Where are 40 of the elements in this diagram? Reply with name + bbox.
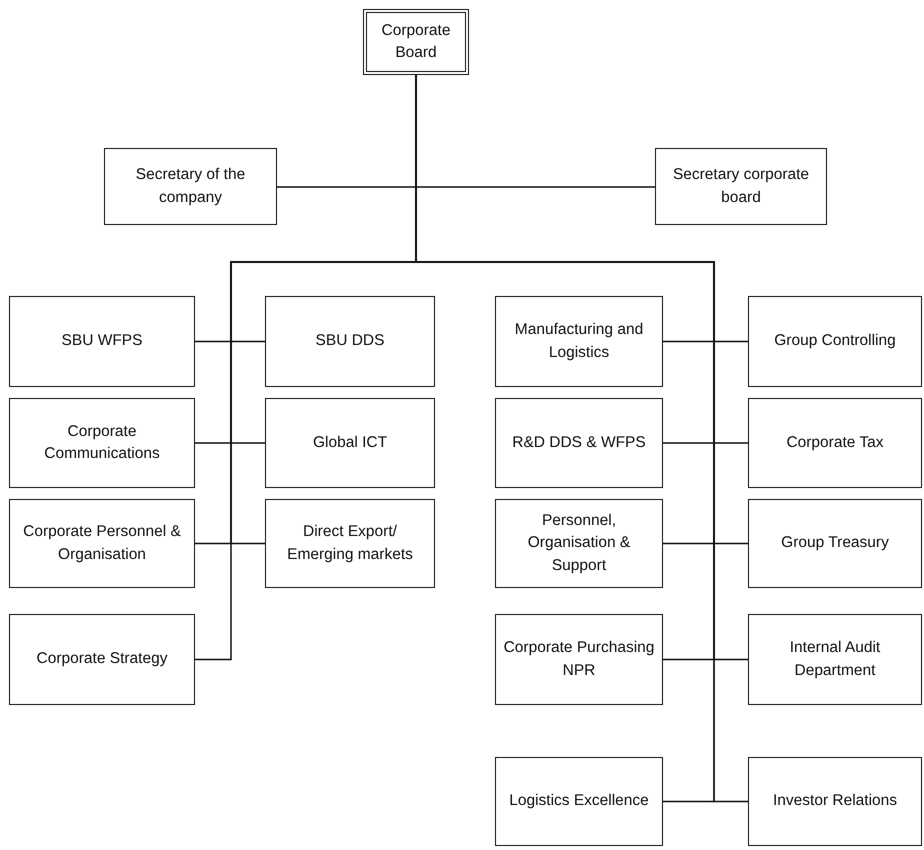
org-unit-box xyxy=(265,398,435,488)
unit-name: Direct Export/ Emerging markets xyxy=(286,522,414,564)
org-unit-box xyxy=(495,398,663,488)
org-unit-box xyxy=(495,499,663,588)
org-unit-box xyxy=(363,9,469,75)
org-unit-box xyxy=(655,148,827,225)
unit-name: Group Controlling xyxy=(774,331,896,352)
org-unit-box xyxy=(748,296,922,387)
unit-name: SBU DDS xyxy=(316,331,384,352)
org-unit-box xyxy=(495,296,663,387)
org-unit-box xyxy=(265,296,435,387)
unit-name: Corporate Strategy xyxy=(36,649,168,670)
unit-name: Logistics Excellence xyxy=(509,791,649,812)
unit-name: Secretary of the company xyxy=(134,165,246,208)
org-unit-box xyxy=(495,614,663,705)
org-unit-box xyxy=(9,614,195,705)
org-unit-box xyxy=(9,398,195,488)
unit-name: Manufacturing and Logistics xyxy=(514,320,644,362)
unit-name: Global ICT xyxy=(312,432,388,453)
unit-name: Corporate Tax xyxy=(786,432,884,453)
org-unit-box xyxy=(748,398,922,488)
unit-name: SBU WFPS xyxy=(62,331,142,352)
org-unit-box xyxy=(104,148,277,225)
org-unit-box xyxy=(265,499,435,588)
unit-name: Corporate Personnel & Organisation xyxy=(22,522,182,564)
org-unit-box xyxy=(9,296,195,387)
unit-name: Corporate Communications xyxy=(43,422,161,464)
unit-name: Corporate Purchasing NPR xyxy=(502,638,656,680)
unit-name: Internal Audit Department xyxy=(788,638,882,680)
org-unit-box xyxy=(748,757,922,846)
org-unit-box xyxy=(748,614,922,705)
unit-name: Group Treasury xyxy=(781,533,889,554)
unit-name: Personnel, Organisation & Support xyxy=(526,510,632,576)
unit-name: Investor Relations xyxy=(772,791,898,812)
org-unit-box xyxy=(748,499,922,588)
org-unit-box xyxy=(495,757,663,846)
org-unit-box xyxy=(9,499,195,588)
unit-name: Corporate Board xyxy=(380,20,452,63)
unit-name: R&D DDS & WFPS xyxy=(512,432,646,453)
unit-name: Secretary corporate board xyxy=(672,165,810,208)
